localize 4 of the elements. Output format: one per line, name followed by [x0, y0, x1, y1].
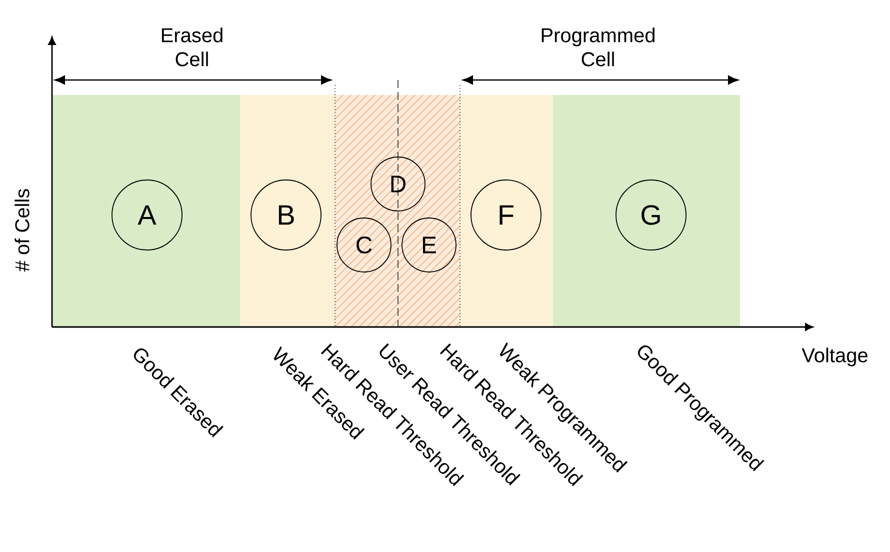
group-label: Erased Cell	[162, 28, 222, 66]
group-label: Programmed Cell	[542, 28, 654, 66]
axis-label: Voltage	[802, 348, 868, 366]
axis-label: # of Cells	[14, 189, 30, 272]
